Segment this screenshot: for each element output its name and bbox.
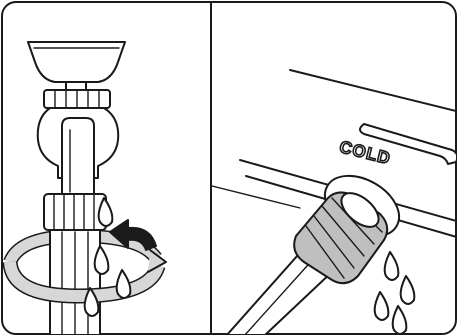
illustration: COLD xyxy=(0,0,458,336)
instruction-figure: COLD xyxy=(0,0,458,336)
